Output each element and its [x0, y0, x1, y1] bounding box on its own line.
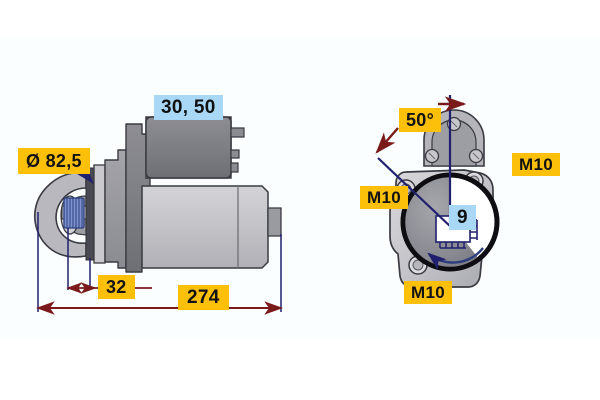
label-dimension-274: 274	[178, 285, 229, 310]
motor-body	[141, 185, 269, 269]
flange-plate	[85, 167, 95, 261]
label-dimension-32: 32	[98, 275, 135, 299]
drive-housing-neck	[104, 149, 127, 269]
terminal-stud-50	[230, 127, 245, 138]
rear-boss	[267, 207, 282, 237]
flange-ring	[93, 164, 106, 264]
label-flange-diameter: Ø 82,5	[18, 148, 90, 174]
label-terminals-30-50: 30, 50	[154, 95, 223, 120]
terminal-stud-30	[230, 149, 240, 159]
label-m10-left: M10	[360, 186, 408, 209]
label-m10-bottom: M10	[404, 281, 452, 304]
angle-datum-line	[377, 157, 453, 229]
label-angle-50-degrees: 50°	[399, 108, 442, 132]
angle-arrow-to-slant	[375, 127, 399, 154]
terminal-stud-aux	[230, 162, 239, 173]
rotation-direction-arrow	[427, 247, 484, 271]
end-view-group	[375, 95, 500, 288]
label-m10-right: M10	[512, 153, 560, 176]
side-view-group	[34, 116, 284, 315]
label-pinion-teeth-count: 9	[449, 205, 476, 230]
pinion-gear	[63, 197, 85, 229]
